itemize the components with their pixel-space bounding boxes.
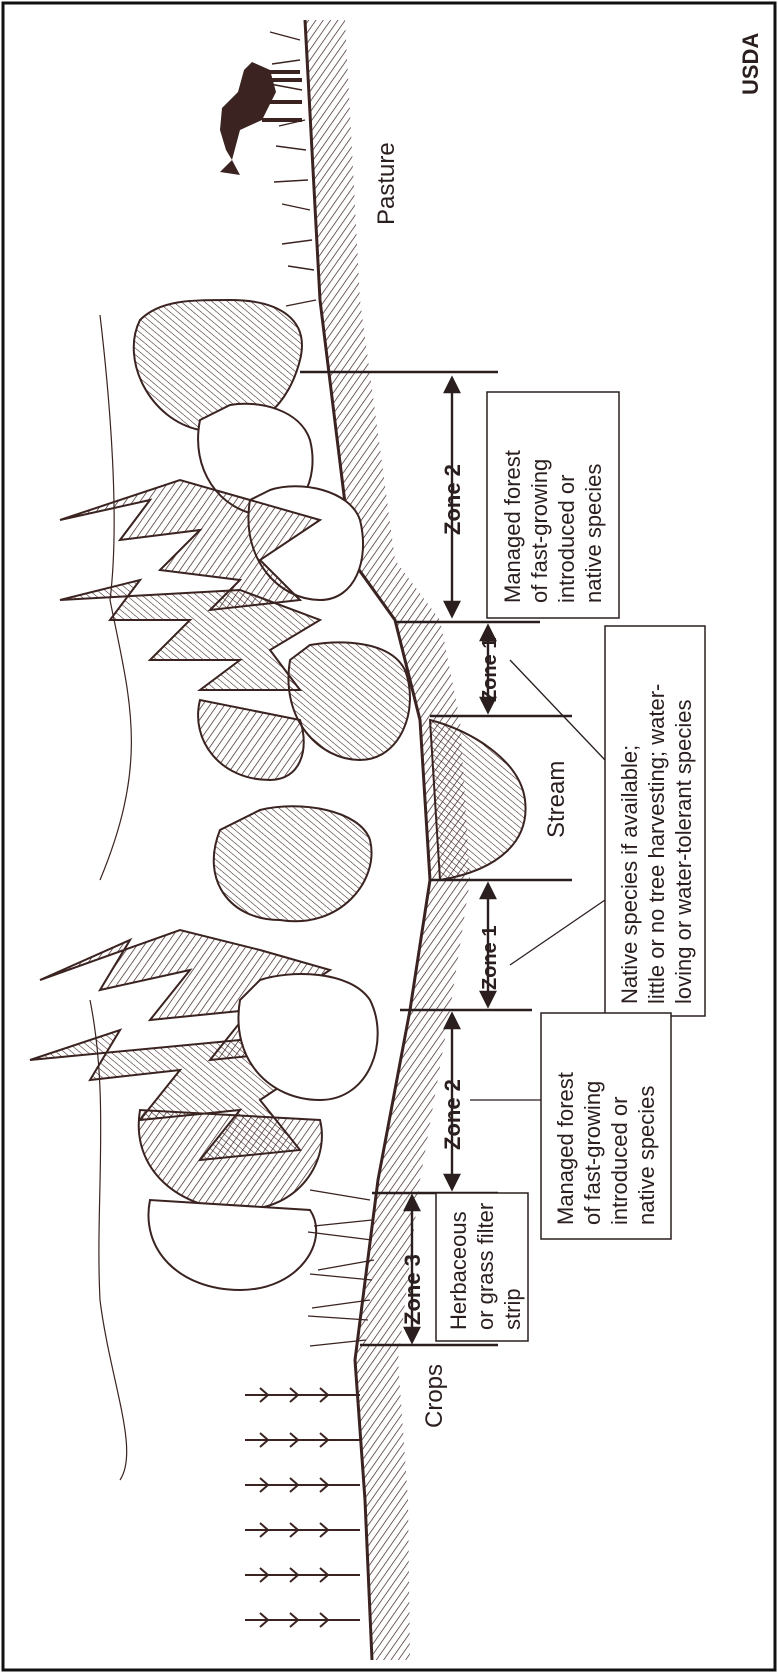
callout-line: Native species if available; bbox=[617, 745, 642, 1004]
zone1-left-label: Zone 1 bbox=[479, 926, 501, 990]
zone3-label: Zone 3 bbox=[400, 1254, 425, 1325]
callout-line: Herbaceous bbox=[446, 1211, 471, 1330]
stream-label: Stream bbox=[543, 761, 570, 838]
zone2-left-label: Zone 2 bbox=[440, 1079, 465, 1150]
crops-label: Crops bbox=[421, 1364, 448, 1428]
callout-line: Managed forest bbox=[553, 1072, 578, 1225]
callout-line: loving or water-tolerant species bbox=[671, 700, 696, 1004]
callout-line: introduced or bbox=[607, 1097, 632, 1225]
pasture-label: Pasture bbox=[373, 142, 400, 225]
callout-line: little or no tree harvesting; water- bbox=[644, 684, 669, 1004]
callout-line: native species bbox=[581, 464, 606, 603]
callout-line: of fast-growing bbox=[580, 1081, 605, 1225]
zone1-right-label: Zone 1 bbox=[479, 638, 501, 702]
callout-line: strip bbox=[500, 1288, 525, 1330]
usda-credit: USDA bbox=[738, 33, 763, 95]
callout-line: native species bbox=[634, 1086, 659, 1225]
callout-line: of fast-growing bbox=[527, 459, 552, 603]
callout-line: introduced or bbox=[554, 475, 579, 603]
callout-line: or grass filter bbox=[473, 1203, 498, 1330]
callout-line: Managed forest bbox=[500, 450, 525, 603]
zone2-right-label: Zone 2 bbox=[440, 464, 465, 535]
